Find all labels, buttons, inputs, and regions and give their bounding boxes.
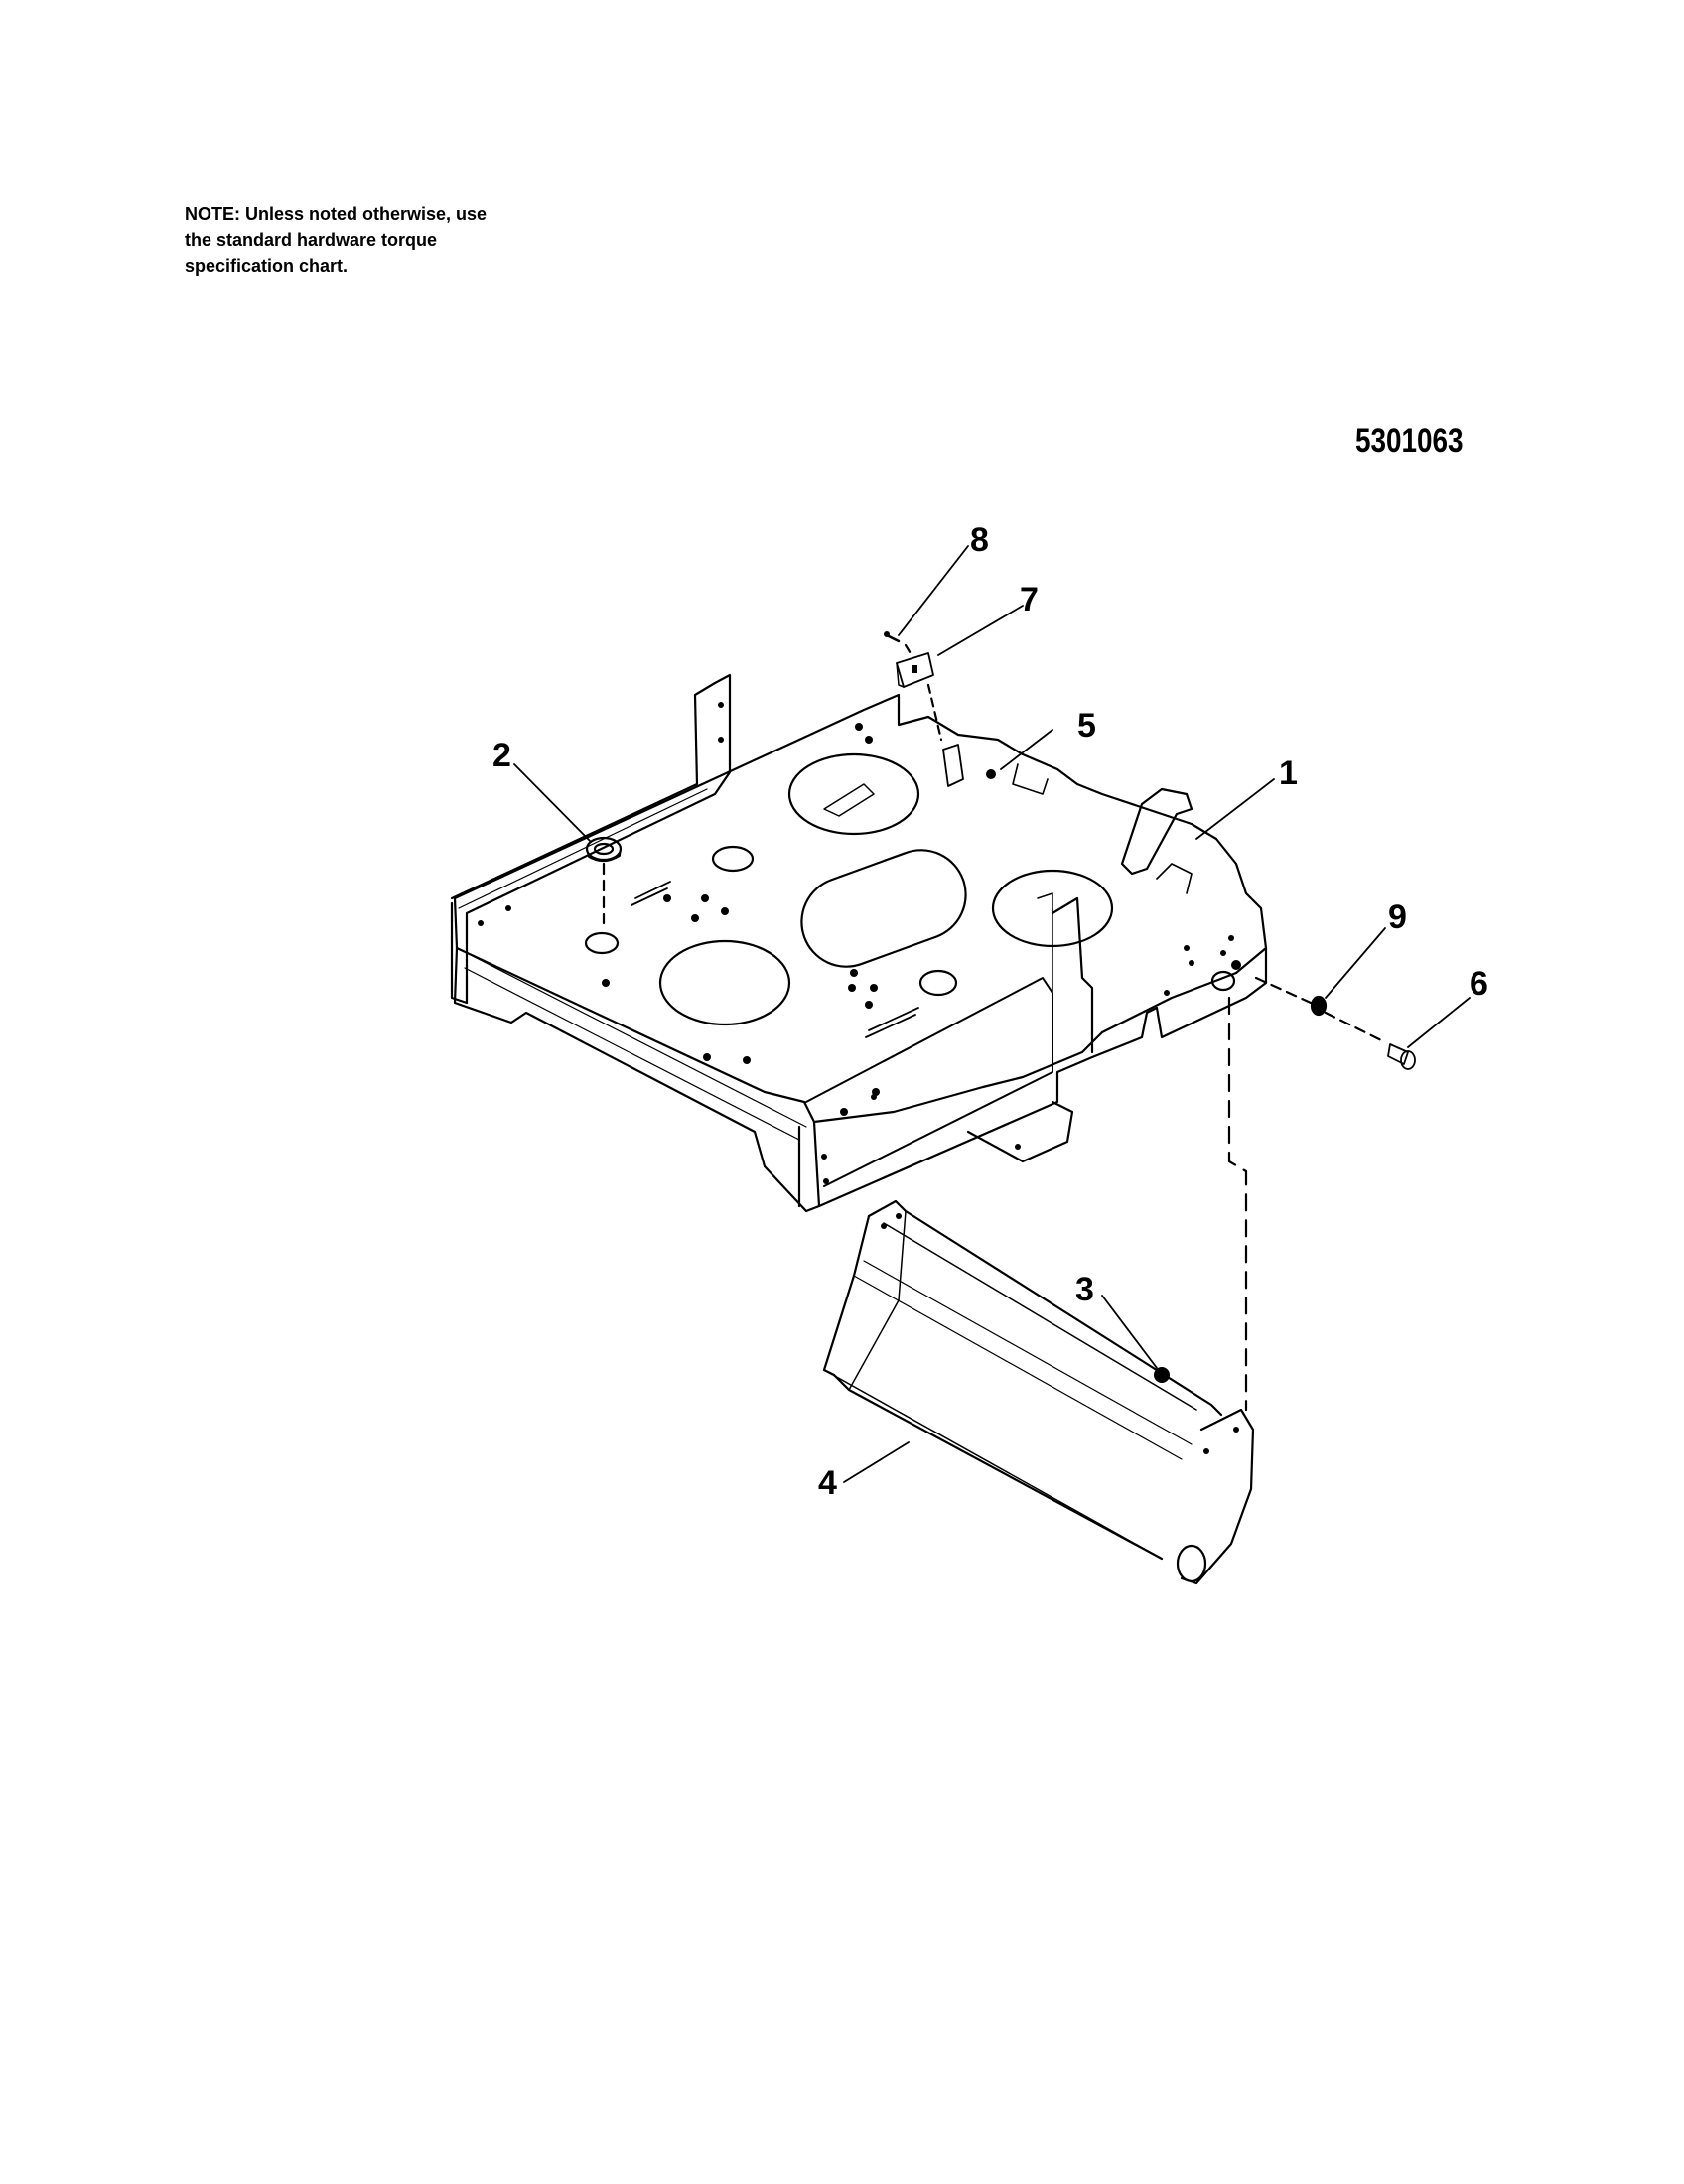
leader-lines — [513, 545, 1471, 1483]
leader-6 — [1407, 997, 1471, 1048]
frame-side-plate — [805, 977, 1053, 1187]
pan-bottom-lip-inner — [823, 1369, 1163, 1560]
frame-opening-rear-left-tab — [823, 783, 875, 817]
leader-8 — [898, 545, 969, 636]
callout-6: 6 — [1470, 965, 1488, 1003]
frame-slot-1 — [631, 881, 671, 906]
leader-3 — [1101, 1295, 1158, 1369]
note-line-1: NOTE: Unless noted otherwise, use — [185, 205, 488, 224]
frame-notch-2 — [1156, 863, 1193, 894]
frame-left-bracket-inner — [458, 788, 708, 909]
leader-5 — [1000, 729, 1053, 770]
pan-part-4 — [822, 1199, 1255, 1585]
pan-face-line-2 — [863, 1260, 1193, 1445]
switch-part-7 — [896, 652, 934, 688]
frame-bottom-bracket — [966, 1100, 1074, 1163]
frame-opening-rear-right — [991, 869, 1114, 948]
callout-1: 1 — [1279, 754, 1298, 792]
frame-top-plate — [453, 693, 1268, 1124]
pan-left-gusset — [848, 1210, 907, 1391]
washer-part-9 — [1310, 995, 1328, 1017]
frame-front-edge — [453, 946, 821, 1213]
leader-4 — [843, 1441, 910, 1483]
frame-opening-front-left — [658, 939, 791, 1026]
pan-dashed-line — [1227, 996, 1248, 1412]
callout-7: 7 — [1020, 581, 1039, 618]
leader-7 — [937, 605, 1024, 656]
frame-front-bevel — [466, 952, 807, 1128]
document-number: 5301063 — [1355, 422, 1464, 460]
pan-face-line-1 — [853, 1275, 1183, 1460]
nut-part-5 — [986, 769, 996, 779]
pan-hole-1 — [881, 1223, 887, 1229]
frame-opening-center — [800, 849, 967, 968]
frame-assembly — [450, 673, 1268, 1213]
callout-8: 8 — [970, 521, 989, 559]
fastener-part-3 — [1154, 1367, 1170, 1383]
leader-1 — [1195, 778, 1275, 840]
pan-inner-edge — [883, 1222, 1197, 1411]
frame-notch-1 — [1012, 763, 1049, 795]
frame-hole-2 — [918, 969, 958, 997]
frame-rear-bracket-edge — [1037, 892, 1053, 994]
pan-pivot-tube — [1176, 1544, 1207, 1583]
callout-3: 3 — [1075, 1271, 1094, 1308]
frame-rear-bracket — [1051, 896, 1094, 1054]
switch-dashed-line — [904, 643, 943, 742]
pan-right-end-plate — [1180, 1408, 1255, 1585]
frame-bushing — [1231, 960, 1241, 970]
pan-left-end — [822, 1214, 871, 1377]
screw-part-8 — [884, 631, 901, 643]
frame-opening-rear-left — [787, 752, 920, 836]
note-line-2: the standard hardware torque — [185, 230, 438, 250]
frame-sensor-bracket — [942, 744, 964, 787]
bolt-part-6 — [1387, 1043, 1416, 1070]
leader-2 — [513, 763, 592, 843]
frame-boss — [1210, 970, 1236, 992]
frame-front-bevel-2 — [464, 967, 800, 1141]
frame-right-wall — [812, 946, 1268, 1208]
pan-hole-4 — [1233, 1427, 1239, 1433]
pan-hole-3 — [1203, 1448, 1209, 1454]
frame-small-holes — [478, 702, 1234, 1184]
bolt-dashed-line — [1254, 976, 1387, 1044]
frame-hole-1 — [711, 845, 755, 873]
callout-5: 5 — [1077, 707, 1096, 745]
frame-hole-3 — [584, 931, 620, 955]
callout-4: 4 — [818, 1464, 837, 1502]
frame-slot-2 — [865, 1007, 919, 1038]
callout-9: 9 — [1388, 898, 1407, 936]
grommet-part-2 — [585, 836, 623, 863]
leader-9 — [1325, 927, 1386, 999]
frame-left-bracket — [450, 673, 732, 1005]
callout-2: 2 — [492, 737, 511, 774]
pan-hole-2 — [896, 1213, 902, 1219]
note-line-3: specification chart. — [185, 256, 349, 276]
note-text-block: NOTE: Unless noted otherwise, use the st… — [185, 202, 602, 279]
frame-upright-tab — [1120, 787, 1193, 876]
